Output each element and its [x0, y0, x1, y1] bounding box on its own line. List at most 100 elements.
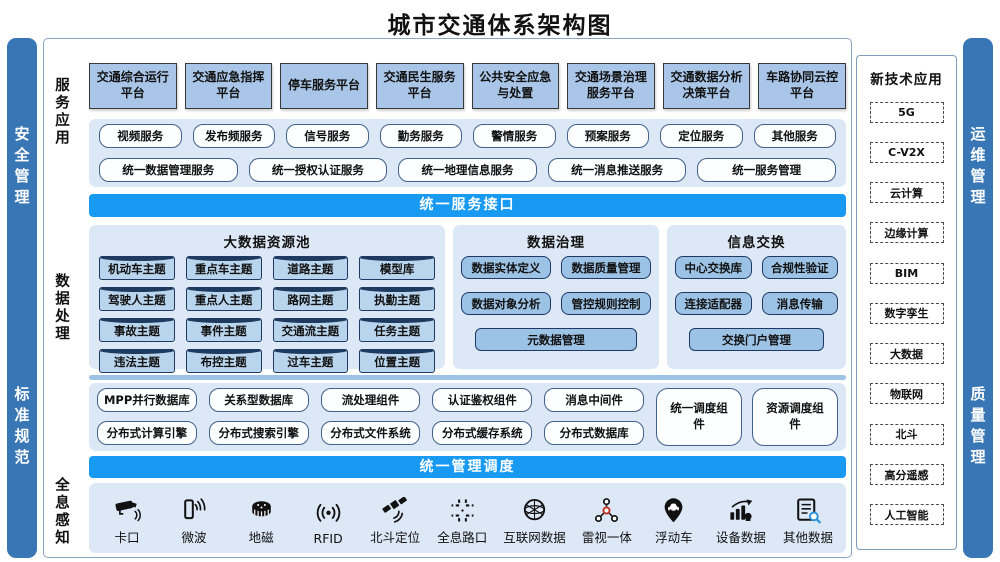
- new-tech-box: 边缘计算: [869, 222, 944, 244]
- perception-item: 互联网数据: [503, 497, 566, 546]
- governance-box: 管控规则控制: [561, 292, 651, 315]
- bigdata-pool-panel: 大数据资源池 机动车主题 重点车主题 道路主题 模型库 驾驶人主题 重点人主题 …: [89, 225, 445, 373]
- governance-box: 数据实体定义: [461, 256, 551, 279]
- new-tech-title: 新技术应用: [870, 72, 943, 88]
- perception-label: 互联网数据: [503, 530, 566, 545]
- right-side-bar: 运维管理 质量管理: [963, 38, 993, 558]
- new-tech-box: 5G: [869, 101, 944, 123]
- exchange-box: 中心交换库: [675, 256, 752, 279]
- platform-box: 车路协同云控平台: [758, 63, 846, 109]
- components-grid: MPP并行数据库 关系型数据库 流处理组件 认证鉴权组件 消息中间件 分布式计算…: [97, 388, 644, 446]
- holographic-perception-label: 全息感知: [53, 477, 69, 547]
- data-theme-cylinder: 任务主题: [359, 318, 435, 342]
- platform-row: 交通综合运行平台 交通应急指挥平台 停车服务平台 交通民生服务平台 公共安全应急…: [89, 63, 846, 109]
- data-theme-cylinder: 布控主题: [185, 349, 262, 373]
- new-tech-box: 云计算: [869, 182, 944, 204]
- data-theme-cylinder: 交通流主题: [272, 318, 349, 342]
- component-box: 分布式数据库: [544, 421, 644, 445]
- data-governance-title: 数据治理: [527, 235, 585, 251]
- service-box: 发布频服务: [192, 124, 275, 148]
- exchange-box: 合规性验证: [761, 256, 838, 279]
- perception-label: RFID: [313, 531, 343, 546]
- services-panel: 视频服务 发布频服务 信号服务 勤务服务 警情服务 预案服务 定位服务 其他服务…: [89, 119, 846, 187]
- floating-car-icon: [665, 498, 683, 523]
- unified-management-dispatch-banner: 统一管理调度: [89, 456, 846, 478]
- scheduler-box: 资源调度组件: [752, 388, 838, 446]
- checkpoint-camera-icon: [114, 500, 141, 522]
- scheduler-group: 统一调度组件 资源调度组件: [656, 388, 838, 446]
- service-application-label: 服务应用: [53, 77, 69, 147]
- data-theme-cylinder: 驾驶人主题: [99, 287, 175, 311]
- component-box: 流处理组件: [320, 388, 421, 412]
- component-box: 分布式文件系统: [320, 421, 421, 445]
- unified-service-box: 统一数据管理服务: [99, 158, 238, 182]
- component-box: 认证鉴权组件: [432, 388, 533, 412]
- perception-item: 雷视一体: [581, 497, 633, 546]
- new-tech-box: 大数据: [869, 343, 944, 365]
- data-theme-cylinder: 重点车主题: [185, 256, 262, 280]
- governance-box: 元数据管理: [475, 328, 637, 351]
- platform-box: 交通民生服务平台: [375, 63, 464, 109]
- perception-label: 浮动车: [655, 530, 693, 545]
- data-theme-cylinder: 位置主题: [359, 349, 435, 373]
- service-box: 信号服务: [286, 124, 369, 148]
- bigdata-pool-grid: 机动车主题 重点车主题 道路主题 模型库 驾驶人主题 重点人主题 路网主题 执勤…: [97, 256, 437, 373]
- security-management-label: 安全管理: [12, 126, 31, 210]
- rfid-icon: [316, 503, 340, 522]
- platform-box: 交通数据分析决策平台: [662, 63, 751, 109]
- perception-item: 设备数据: [715, 497, 767, 546]
- perception-label: 全息路口: [437, 530, 488, 545]
- perception-item: 全息路口: [436, 497, 488, 546]
- new-tech-panel: 新技术应用 5G C-V2X 云计算 边缘计算 BIM 数字孪生 大数据 物联网…: [856, 55, 957, 550]
- left-side-bar: 安全管理 标准规范: [7, 38, 37, 558]
- exchange-box: 交换门户管理: [689, 328, 824, 351]
- internet-data-icon: [523, 499, 546, 521]
- perception-item: 卡口: [101, 497, 153, 546]
- unified-service-interface-banner: 统一服务接口: [89, 194, 846, 217]
- data-theme-cylinder: 事件主题: [185, 318, 262, 342]
- info-exchange-panel: 信息交换 中心交换库 合规性验证 连接适配器 消息传输 交换门户管理: [667, 225, 846, 369]
- data-processing-label: 数据处理: [53, 273, 69, 343]
- platform-box: 交通场景治理服务平台: [567, 63, 655, 109]
- device-data-icon: [730, 499, 753, 521]
- data-theme-cylinder: 执勤主题: [359, 287, 435, 311]
- component-box: 分布式计算引擎: [97, 421, 197, 445]
- component-box: 分布式缓存系统: [432, 421, 533, 445]
- perception-label: 设备数据: [715, 530, 766, 545]
- components-panel: MPP并行数据库 关系型数据库 流处理组件 认证鉴权组件 消息中间件 分布式计算…: [89, 383, 846, 451]
- data-theme-cylinder: 路网主题: [272, 287, 349, 311]
- new-tech-box: 北斗: [869, 423, 944, 445]
- section-divider: [89, 375, 846, 380]
- component-box: 消息中间件: [544, 388, 644, 412]
- platform-box: 交通综合运行平台: [89, 63, 177, 109]
- data-theme-cylinder: 违法主题: [99, 349, 175, 373]
- platform-box: 停车服务平台: [280, 63, 368, 109]
- perception-label: 雷视一体: [581, 530, 632, 545]
- unified-service-box: 统一服务管理: [697, 158, 836, 182]
- quality-management-label: 质量管理: [968, 386, 987, 470]
- ops-management-label: 运维管理: [968, 126, 987, 210]
- info-exchange-title: 信息交换: [727, 235, 786, 251]
- service-box: 其他服务: [753, 124, 836, 148]
- perception-label: 其他数据: [782, 530, 833, 545]
- new-tech-box: 高分遥感: [869, 464, 944, 486]
- platform-box: 公共安全应急与处置: [471, 63, 560, 109]
- bigdata-pool-title: 大数据资源池: [223, 235, 311, 251]
- perception-label: 北斗定位: [370, 530, 421, 545]
- data-theme-cylinder: 事故主题: [99, 318, 175, 342]
- perception-panel: 卡口 微波 地磁 RFID 北斗定位: [89, 483, 846, 553]
- perception-label: 地磁: [248, 530, 274, 545]
- service-box: 勤务服务: [379, 124, 462, 148]
- new-tech-list: 5G C-V2X 云计算 边缘计算 BIM 数字孪生 大数据 物联网 北斗 高分…: [857, 92, 956, 535]
- governance-box: 数据对象分析: [461, 292, 551, 315]
- component-box: 分布式搜索引擎: [208, 421, 309, 445]
- governance-box: 数据质量管理: [561, 256, 651, 279]
- unified-service-box: 统一授权认证服务: [248, 158, 388, 182]
- new-tech-box: C-V2X: [869, 141, 944, 163]
- new-tech-box: 物联网: [869, 383, 944, 405]
- microwave-icon: [183, 498, 206, 520]
- holographic-intersection-icon: [451, 499, 474, 522]
- service-box: 预案服务: [566, 124, 649, 148]
- data-theme-cylinder: 重点人主题: [185, 287, 262, 311]
